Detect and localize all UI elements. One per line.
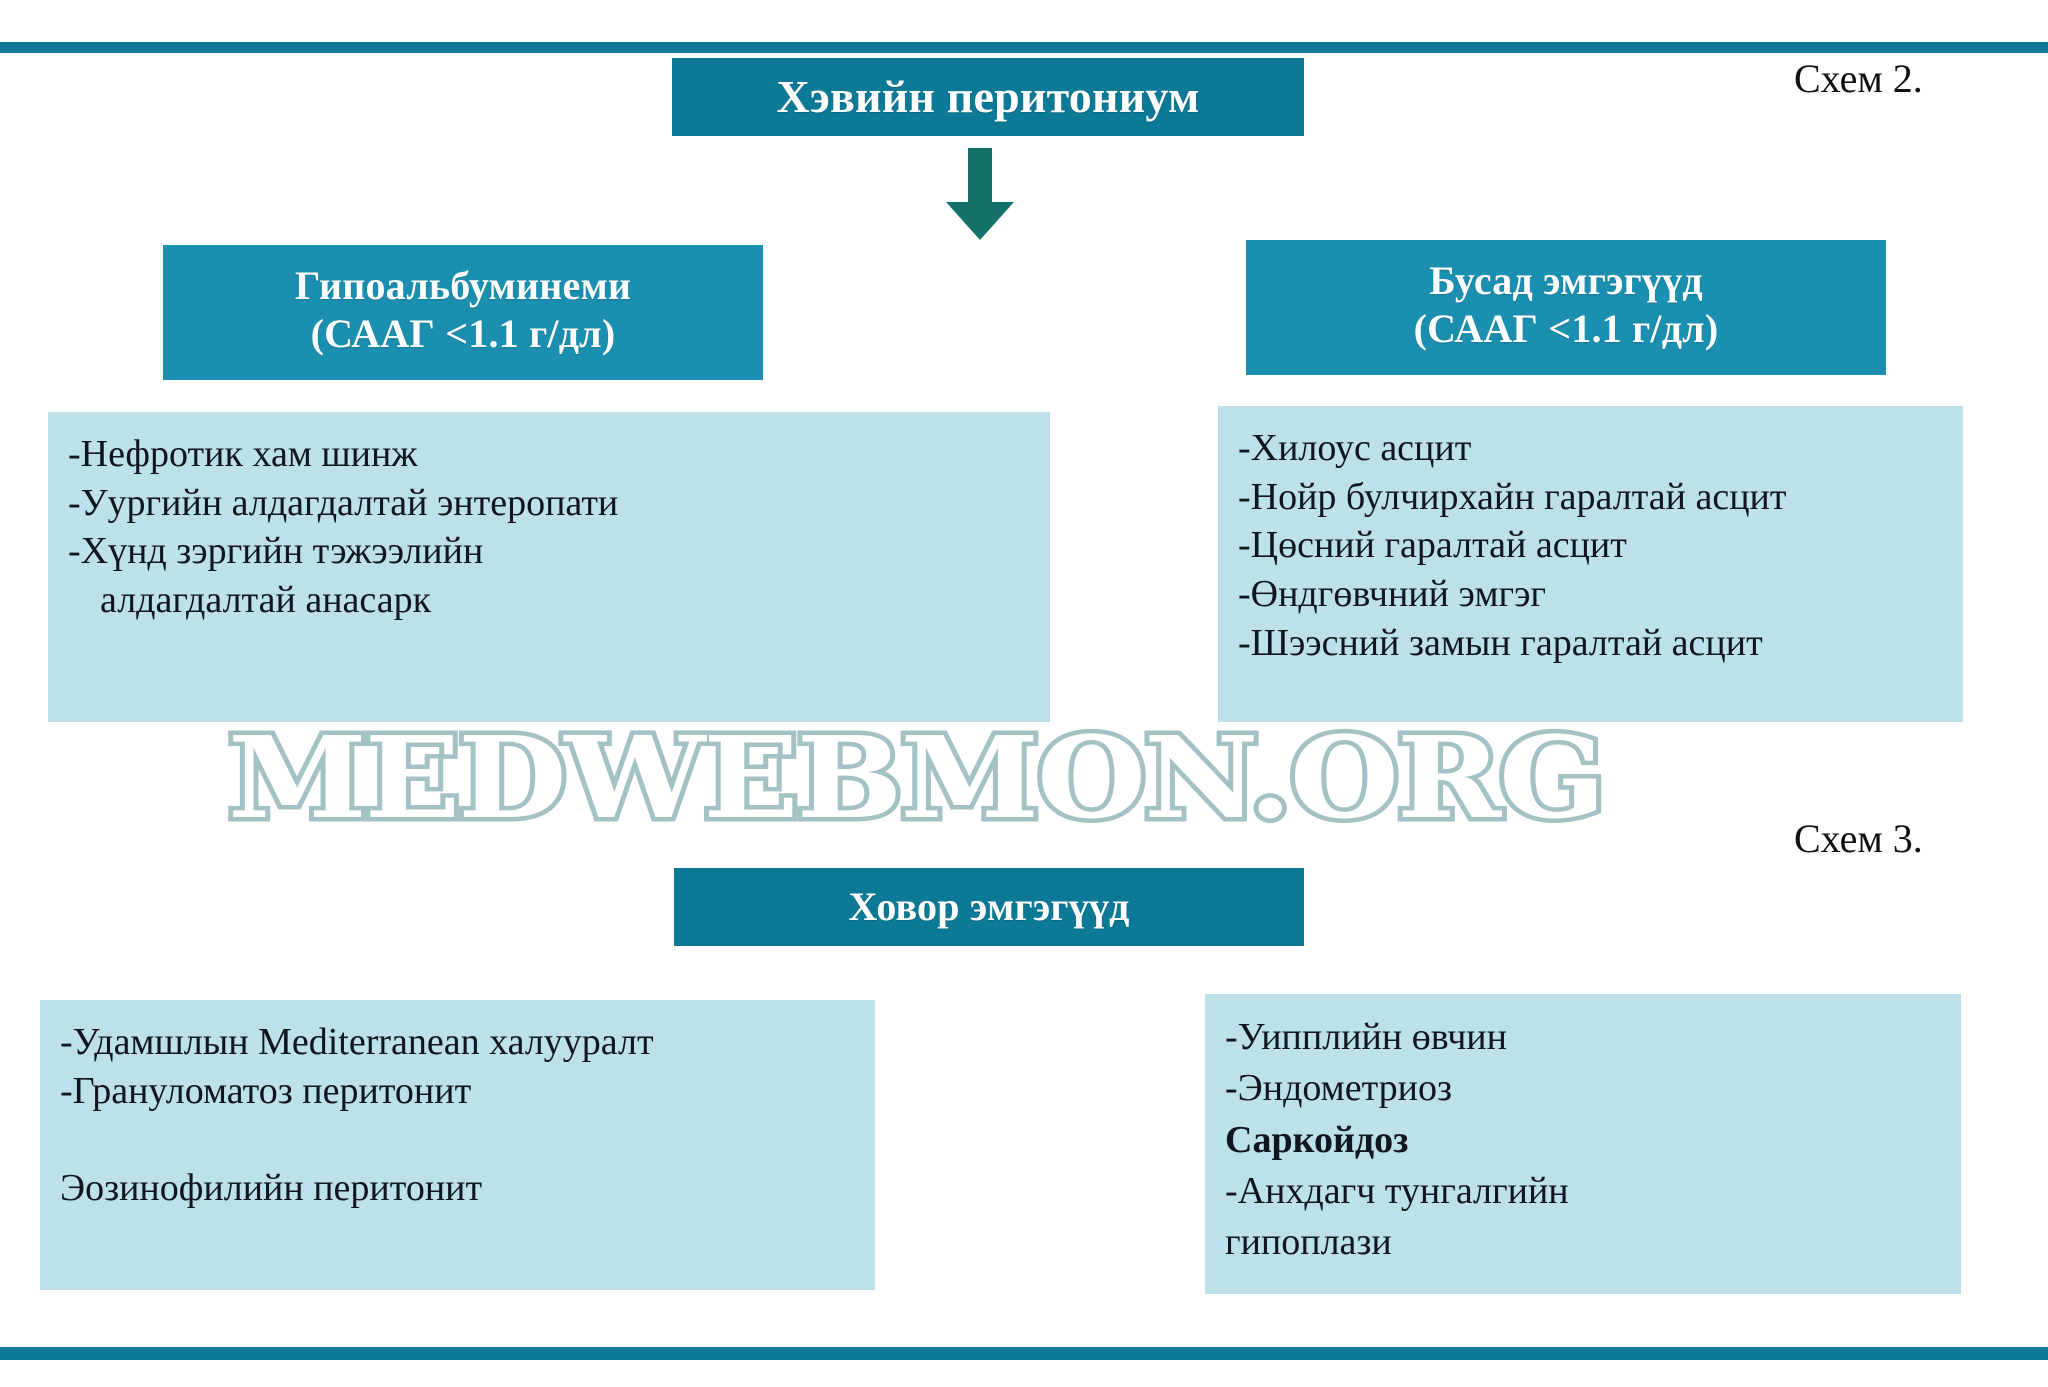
site-watermark-text: MEDWEBMON.ORG	[223, 713, 1611, 844]
scheme-2-caption: Схем 2.	[1794, 56, 1923, 101]
list-item: -Уургийн алдагдалтай энтеропати	[68, 481, 619, 524]
node-other-diseases-line1: Бусад эмгэгүүд	[1429, 258, 1703, 304]
node-normal-peritoneum-label: Хэвийн перитониум	[776, 70, 1200, 122]
list-item: -Грануломатоз перитонит	[60, 1069, 472, 1112]
node-hypoalbuminemia-line1: Гипоальбуминеми	[294, 263, 632, 309]
list-item: -Удамшлын Mediterranean халууралт	[60, 1021, 654, 1063]
list-item: алдагдалтай анасарк	[100, 578, 432, 621]
arrow-down-icon	[946, 148, 1014, 240]
top-rule	[0, 42, 2048, 53]
list-item: Эозинофилийн перитонит	[60, 1166, 483, 1209]
node-rare-diseases-label: Ховор эмгэгүүд	[848, 884, 1130, 930]
list-item: гипоплази	[1225, 1221, 1392, 1264]
panel-rare-diseases-left-list: -Удамшлын Mediterranean халууралт -Грану…	[40, 1000, 875, 1290]
list-item: -Өндгөвчний эмгэг	[1238, 572, 1546, 615]
panel-other-diseases-list: -Хилоус асцит -Нойр булчирхайн гаралтай …	[1218, 406, 1963, 722]
node-other-diseases: Бусад эмгэгүүд (СААГ <1.1 г/дл)	[1246, 240, 1886, 375]
list-item: -Хилоус асцит	[1238, 427, 1472, 469]
list-item: -Шээсний замын гаралтай асцит	[1238, 621, 1763, 664]
list-item: Саркойдоз	[1225, 1118, 1409, 1161]
panel-rare-diseases-right-list: -Уипплийн өвчин -Эндометриоз Саркойдоз -…	[1205, 994, 1961, 1294]
node-rare-diseases: Ховор эмгэгүүд	[674, 868, 1304, 946]
list-item: -Нойр булчирхайн гаралтай асцит	[1238, 475, 1787, 518]
list-item: -Цөсний гаралтай асцит	[1238, 524, 1627, 567]
panel-hypoalbuminemia-list: -Нефротик хам шинж -Уургийн алдагдалтай …	[48, 412, 1050, 722]
list-item: -Эндометриоз	[1225, 1067, 1453, 1110]
node-normal-peritoneum: Хэвийн перитониум	[672, 58, 1304, 136]
node-hypoalbuminemia: Гипоальбуминеми (СААГ <1.1 г/дл)	[163, 245, 763, 380]
list-item: -Анхдагч тунгалгийн	[1225, 1169, 1569, 1212]
node-other-diseases-line2: (СААГ <1.1 г/дл)	[1413, 305, 1719, 351]
list-item: -Хүнд зэргийн тэжээлийн	[68, 530, 484, 573]
scheme-3-caption: Схем 3.	[1794, 816, 1923, 861]
bottom-rule	[0, 1347, 2048, 1360]
node-hypoalbuminemia-line2: (СААГ <1.1 г/дл)	[310, 310, 616, 356]
list-item: -Уипплийн өвчин	[1225, 1016, 1507, 1058]
site-watermark: MEDWEBMON.ORG	[223, 718, 1796, 839]
list-item: -Нефротик хам шинж	[68, 433, 418, 475]
